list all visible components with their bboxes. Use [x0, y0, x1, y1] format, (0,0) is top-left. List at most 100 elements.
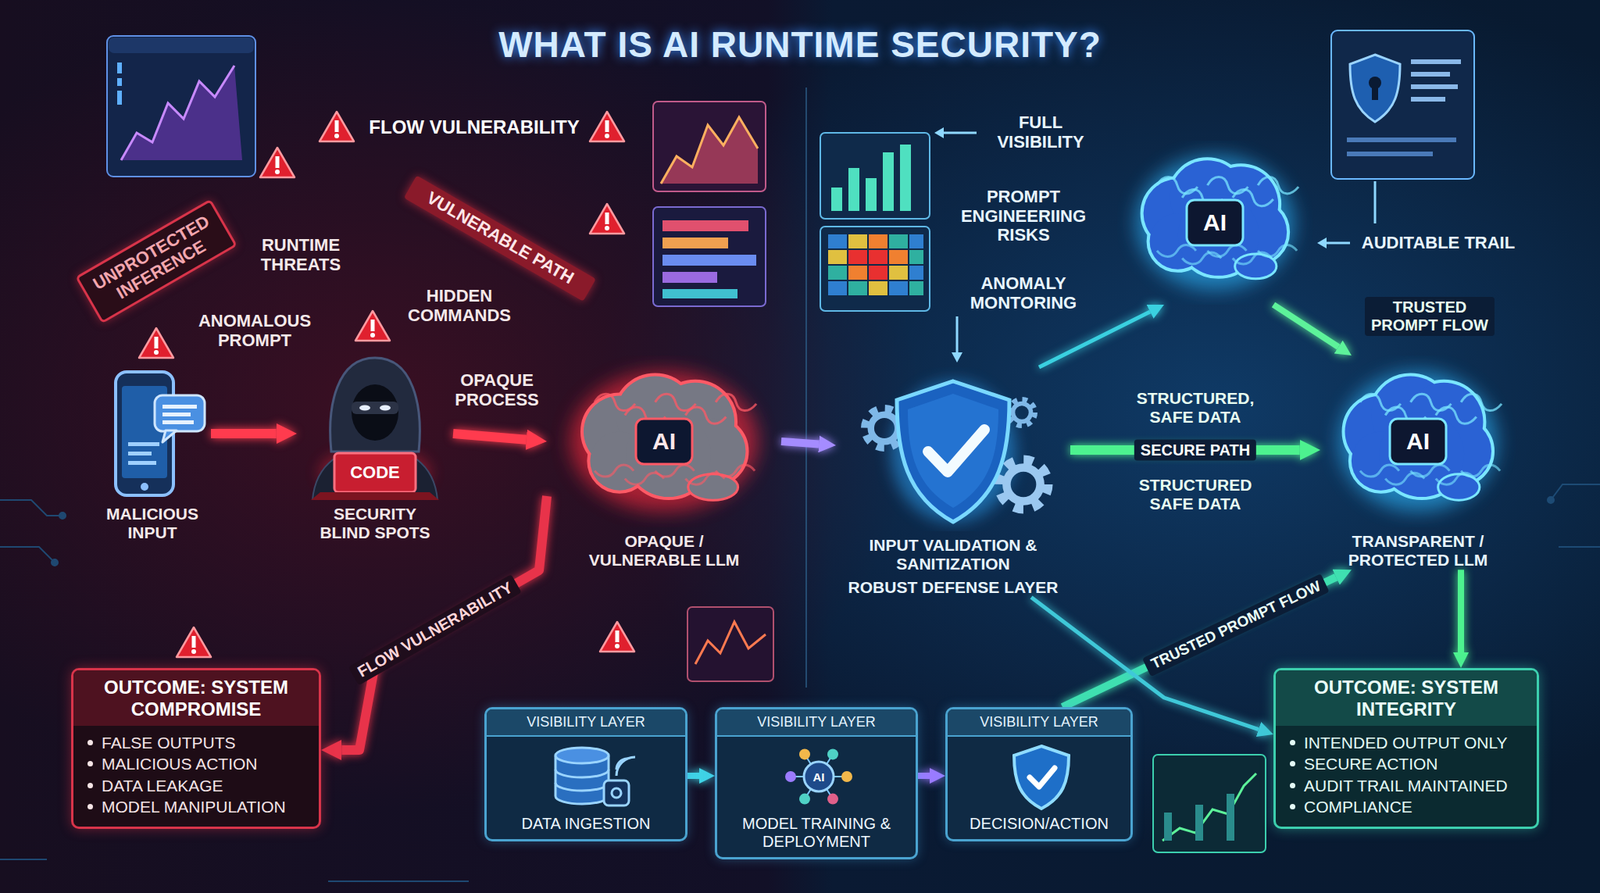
brainR-icon: [1460, 464, 1500, 477]
brainL-icon: [594, 393, 636, 411]
chart-panel: [848, 167, 860, 211]
leader-arrow: [951, 352, 963, 363]
shield-icon: [896, 381, 1010, 522]
net-icon: [827, 793, 839, 805]
connector: [210, 428, 277, 439]
shield-icon: [1009, 400, 1035, 425]
brainR-icon: [1460, 393, 1502, 411]
chart-panel: [687, 607, 774, 682]
label: FLOW VULNERABILITY: [357, 117, 592, 139]
warning-icon: [139, 328, 174, 358]
chart-panel: [121, 65, 235, 161]
caption: INPUT VALIDATION & SANITIZATION: [835, 535, 1071, 574]
db-icon: [494, 741, 683, 812]
bullet-item: MALICIOUS ACTION: [84, 753, 308, 775]
phone-icon: [128, 451, 152, 456]
leader-arrow: [934, 127, 1375, 363]
chart-panel: [653, 101, 766, 307]
shield-icon: [928, 429, 985, 472]
icon-area: AI: [546, 355, 782, 528]
shield-icon: [1006, 467, 1040, 501]
connector: [1457, 569, 1465, 653]
label: STRUCTURED SAFE DATA: [1117, 475, 1274, 513]
divider-line: [805, 87, 808, 688]
audit-panel: [1331, 30, 1475, 179]
phone-icon: [162, 430, 177, 443]
chart-panel: [828, 265, 847, 280]
chart-panel: [121, 65, 243, 161]
net-icon: [799, 793, 811, 805]
hacker-icon: [351, 401, 399, 415]
audit-panel: [1371, 84, 1379, 100]
bullet-item: SECURE ACTION: [1286, 753, 1526, 775]
icon-node: CODESECURITY BLIND SPOTS: [296, 343, 454, 543]
box-heading: VISIBILITY LAYER: [486, 709, 686, 737]
hacker-icon: [379, 405, 391, 411]
warning-icon: [604, 133, 610, 139]
icon-text: AI: [635, 418, 693, 465]
circuit-lines: [328, 880, 469, 883]
box-heading: VISIBILITY LAYER: [947, 709, 1131, 737]
caption: MALICIOUS INPUT: [93, 504, 211, 543]
outcome-box: OUTCOME: SYSTEM INTEGRITYINTENDED OUTPUT…: [1273, 667, 1540, 829]
icon-area: AI: [1320, 355, 1516, 528]
chart-panel: [107, 35, 256, 177]
dsh-icon: [1029, 767, 1055, 787]
brainR-icon: [1135, 155, 1294, 290]
brainR-icon: [1186, 200, 1243, 246]
dsh-icon: [1014, 746, 1069, 809]
chart-panel: [117, 78, 122, 86]
brainR-icon: [1360, 464, 1400, 477]
bullet-item: DATA LEAKAGE: [84, 775, 308, 797]
connector: [1039, 311, 1150, 368]
chart-panel: [1195, 804, 1204, 841]
chart-panel: [1153, 754, 1266, 853]
icon-area: CODE: [296, 343, 454, 500]
hacker-icon: [351, 384, 399, 441]
tag-box: UNPROTECTED INFERENCE: [75, 199, 238, 324]
brainR-icon: [1435, 472, 1475, 485]
icon-node: INPUT VALIDATION & SANITIZATIONROBUST DE…: [835, 367, 1071, 597]
warning-icon: [600, 621, 635, 652]
brainR-icon: [1207, 244, 1247, 257]
db-icon: [555, 747, 609, 764]
chart-panel: [662, 254, 757, 266]
audit-panel: [1346, 151, 1433, 157]
caption: TRANSPARENT / PROTECTED LLM: [1324, 532, 1512, 570]
audit-panel: [1350, 54, 1400, 122]
box-body: FALSE OUTPUTSMALICIOUS ACTIONDATA LEAKAG…: [73, 725, 319, 827]
brainL-icon: [655, 464, 695, 477]
phone-icon: [162, 412, 191, 417]
chart-panel: [1162, 773, 1257, 841]
phone-icon: [93, 367, 211, 500]
chart-panel: [1153, 754, 1266, 853]
box-heading: OUTCOME: SYSTEM INTEGRITY: [1275, 670, 1537, 726]
layer-box: VISIBILITY LAYERDATA INGESTION: [484, 707, 688, 842]
warning-icon: [605, 120, 610, 133]
audit-panel: [1346, 137, 1457, 143]
icon-area: [93, 367, 211, 500]
box-heading: OUTCOME: SYSTEM COMPROMISE: [73, 670, 319, 726]
chart-panel: [820, 132, 930, 311]
connector: [917, 772, 930, 779]
shield-icon: [890, 381, 1016, 522]
label: STRUCTURED, SAFE DATA: [1117, 389, 1274, 426]
audit-panel: [1331, 30, 1475, 179]
icon-node: MALICIOUS INPUT: [93, 367, 211, 543]
label: AUDITABLE TRAIL: [1344, 233, 1533, 254]
chart-panel: [868, 234, 888, 249]
warning-icon: [191, 649, 197, 654]
warning-icon: [371, 319, 375, 332]
brainL-icon: [715, 464, 755, 477]
brainR-icon: [1257, 177, 1299, 194]
db-icon: [616, 757, 636, 776]
audit-panel: [1410, 59, 1461, 65]
leader-arrow: [956, 316, 959, 354]
chart-panel: [909, 265, 924, 280]
chart-panel: [909, 250, 924, 265]
hacker-icon: [310, 492, 440, 500]
circuit-lines: [0, 500, 63, 516]
divider-line: [806, 87, 808, 688]
edge-label: TRUSTED PROMPT FLOW: [1142, 573, 1330, 677]
shield-icon: [907, 393, 999, 508]
